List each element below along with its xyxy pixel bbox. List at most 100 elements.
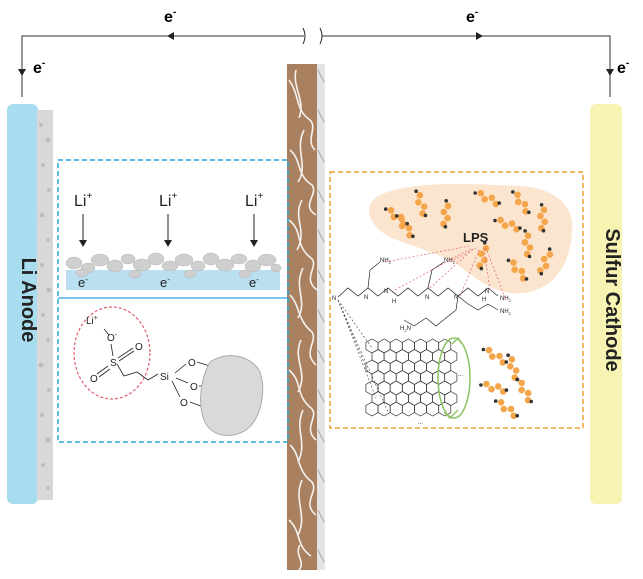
li-ion-sulfonate: Li+ bbox=[86, 315, 98, 327]
catalytic-cycle-arrowhead-bottom bbox=[443, 409, 459, 420]
sulfur-bead bbox=[519, 275, 527, 282]
sulfur-bead bbox=[398, 222, 406, 230]
polysulfide-chain bbox=[395, 214, 415, 239]
sulfur-bead bbox=[540, 255, 548, 263]
chain-end-atom bbox=[414, 189, 418, 193]
silicon-atom: Si bbox=[160, 372, 169, 383]
li-anode-electrode: Li Anode bbox=[7, 104, 53, 504]
sulfur-bead bbox=[499, 359, 507, 366]
cathode-detail-panel: LPS N N N N N N H H NH2 NH2 NH2 H2N NH2 bbox=[329, 171, 584, 429]
sulfur-bead bbox=[542, 262, 550, 270]
graphene-hexagon bbox=[414, 401, 427, 417]
sulfur-bead bbox=[481, 195, 489, 203]
chain-end-atom bbox=[383, 207, 388, 211]
chain-end-atom bbox=[539, 203, 544, 207]
deposited-particles bbox=[65, 252, 282, 279]
sulfur-bead bbox=[510, 259, 517, 266]
polysulfide-chain bbox=[481, 346, 509, 366]
sulfur-bead bbox=[420, 203, 428, 210]
polysulfide-chain bbox=[493, 399, 519, 420]
sulfonate-oxygen-anion: O- bbox=[107, 332, 118, 344]
sulfur-cathode-electrode: Sulfur Cathode bbox=[590, 104, 623, 504]
sulfur-bead bbox=[518, 386, 525, 394]
chain-end-atom bbox=[527, 210, 531, 215]
chain-end-atom bbox=[506, 353, 510, 358]
anode-label: Li Anode bbox=[17, 258, 39, 343]
chain-end-atom bbox=[515, 377, 519, 382]
chain-end-atom bbox=[479, 383, 483, 387]
sulfur-bead bbox=[507, 363, 514, 370]
sulfur-bead bbox=[501, 222, 509, 229]
electron-label-top-left: e- bbox=[164, 7, 176, 26]
amine-h-1: H bbox=[392, 299, 396, 305]
polysulfide-chain bbox=[493, 216, 522, 233]
sulfur-bead bbox=[510, 412, 517, 420]
sulfur-bead bbox=[405, 224, 413, 232]
sulfur-bead bbox=[500, 405, 508, 413]
electron-label-anode: e- bbox=[33, 58, 45, 77]
separator bbox=[287, 64, 325, 571]
li-ion-label-2: Li+ bbox=[159, 191, 177, 210]
sulfonate-oxygen-top: O bbox=[135, 342, 143, 353]
terminal-nh2-1: NH2 bbox=[380, 258, 392, 265]
terminal-nh2-2: NH2 bbox=[444, 258, 456, 265]
chain-end-atom bbox=[523, 229, 527, 233]
chain-end-atom bbox=[515, 413, 519, 418]
sulfur-bead bbox=[526, 244, 534, 251]
polysulfide-chain bbox=[537, 247, 554, 276]
sulfur-bead bbox=[444, 214, 451, 222]
anode-coating-texture bbox=[38, 123, 52, 490]
chain-end-atom bbox=[518, 226, 522, 230]
sulfur-bead bbox=[496, 352, 503, 360]
chain-end-atom bbox=[524, 277, 529, 281]
catalytic-cycle-loop bbox=[437, 337, 471, 419]
sulfonate-oxygen-bottom: O bbox=[90, 374, 98, 385]
electron-label-cathode: e- bbox=[617, 58, 629, 77]
sulfur-bead bbox=[512, 367, 520, 374]
chain-end-atom bbox=[527, 254, 532, 259]
amine-n-3: N bbox=[384, 289, 388, 295]
chain-end-atom bbox=[473, 191, 478, 195]
siloxane-oxygen-3: O bbox=[180, 398, 188, 409]
chain-end-atom bbox=[497, 201, 502, 205]
terminal-nh2-3: NH2 bbox=[500, 296, 512, 303]
electron-label-top-right: e- bbox=[466, 7, 478, 26]
graphene-hexagon bbox=[401, 401, 415, 417]
sei-layer bbox=[66, 270, 280, 290]
chain-end-atom bbox=[504, 360, 509, 364]
sulfur-bead bbox=[398, 215, 405, 223]
cathode-detail-border bbox=[329, 171, 584, 429]
graphene-continuation-dots: ... bbox=[418, 420, 423, 426]
graphene-interaction-lines bbox=[337, 299, 389, 413]
polysulfide-chain bbox=[506, 353, 520, 382]
sulfur-bead bbox=[494, 383, 502, 390]
sulfur-bead bbox=[387, 207, 395, 214]
cathode-label: Sulfur Cathode bbox=[601, 228, 623, 371]
polysulfide-chain bbox=[479, 380, 509, 395]
li-ion-label-1: Li+ bbox=[74, 191, 92, 210]
graphene-hexagon bbox=[365, 401, 379, 417]
sulfur-bead bbox=[537, 212, 544, 220]
sulfur-bead bbox=[511, 266, 518, 274]
chain-end-atom bbox=[493, 399, 498, 403]
sulfur-bead bbox=[489, 353, 496, 360]
amine-h-2: H bbox=[482, 297, 486, 303]
chain-end-atom bbox=[539, 271, 544, 276]
anode-coating bbox=[37, 110, 53, 500]
electron-label-sei-2: e- bbox=[160, 275, 170, 290]
siloxane-oxygen-1: O bbox=[188, 358, 196, 369]
sulfur-bead bbox=[483, 380, 490, 388]
siloxane-oxygen-2: O bbox=[190, 382, 198, 393]
anode-detail-border bbox=[57, 159, 289, 443]
sulfur-bead bbox=[492, 200, 500, 208]
graphene-hexagon bbox=[389, 401, 403, 417]
sulfur-bead bbox=[514, 191, 521, 199]
chain-end-atom bbox=[444, 199, 449, 203]
branched-polyamine bbox=[337, 261, 499, 327]
lps-region bbox=[368, 184, 573, 294]
sulfur-bead bbox=[507, 405, 515, 413]
chain-end-atom bbox=[479, 266, 484, 271]
sulfur-atom: S bbox=[110, 358, 117, 369]
chain-end-atom bbox=[504, 388, 509, 392]
chain-end-atom bbox=[423, 213, 428, 218]
